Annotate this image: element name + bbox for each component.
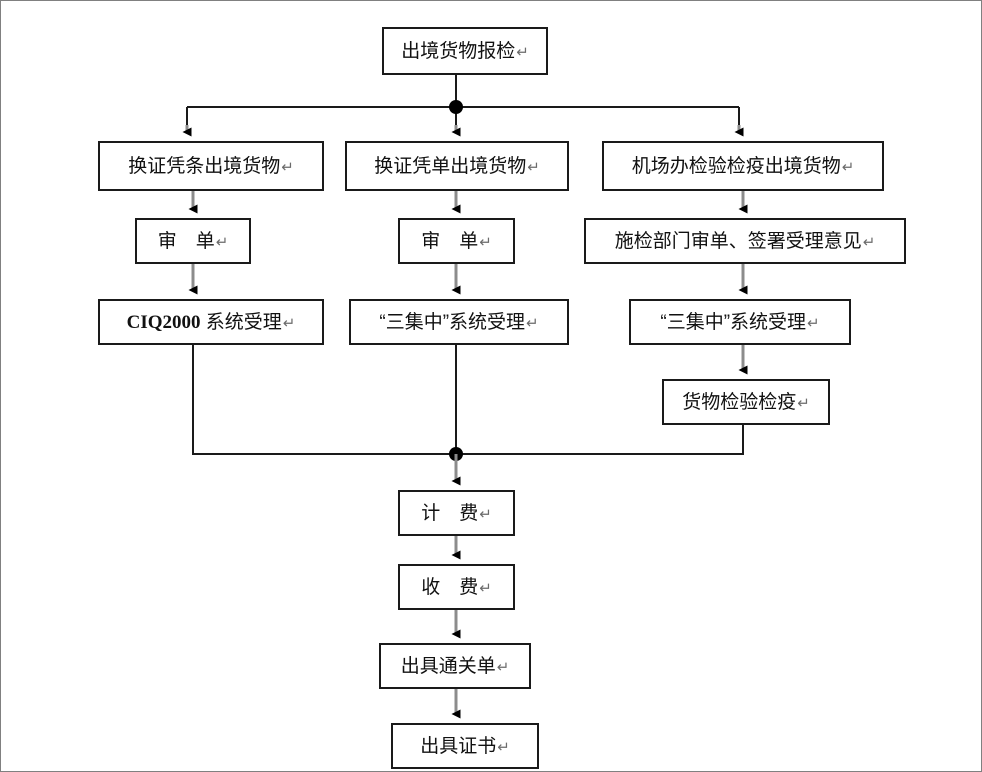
paragraph-mark-icon: ↵	[281, 158, 294, 176]
node-start[interactable]: 出境货物报检↵	[382, 27, 548, 75]
paragraph-mark-icon: ↵	[282, 314, 296, 332]
node-review-right-label: 施检部门审单、签署受理意见	[614, 230, 862, 252]
node-review-left[interactable]: 审 单↵	[135, 218, 251, 264]
paragraph-mark-icon: ↵	[841, 158, 855, 176]
paragraph-mark-icon: ↵	[527, 158, 540, 176]
split-junction-dot	[449, 100, 463, 114]
node-issue-cert-label: 出具证书	[420, 735, 497, 757]
node-review-left-label: 审 单	[157, 230, 215, 252]
node-issue-pass[interactable]: 出具通关单↵	[379, 643, 531, 689]
node-inspect-label: 货物检验检疫	[682, 391, 797, 413]
paragraph-mark-icon: ↵	[479, 233, 492, 251]
edge-inspect-to-merge	[456, 425, 744, 455]
paragraph-mark-icon: ↵	[862, 233, 876, 251]
node-branch-right[interactable]: 机场办检验检疫出境货物↵	[602, 141, 884, 191]
node-branch-mid[interactable]: 换证凭单出境货物↵	[345, 141, 569, 191]
node-sys-left[interactable]: CIQ2000 系统受理↵	[98, 299, 324, 345]
paragraph-mark-icon: ↵	[479, 579, 492, 597]
node-review-mid[interactable]: 审 单↵	[398, 218, 515, 264]
node-inspect[interactable]: 货物检验检疫↵	[662, 379, 830, 425]
paragraph-mark-icon: ↵	[215, 233, 229, 251]
node-charge-calc[interactable]: 计 费↵	[398, 490, 515, 536]
node-charge-calc-label: 计 费	[421, 502, 479, 524]
node-review-right[interactable]: 施检部门审单、签署受理意见↵	[584, 218, 906, 264]
node-sys-mid-label: “三集中”系统受理	[379, 311, 526, 333]
node-sys-left-label: 系统受理	[200, 311, 282, 333]
node-review-mid-label: 审 单	[421, 230, 479, 252]
node-sys-right[interactable]: “三集中”系统受理↵	[629, 299, 851, 345]
node-charge-pay[interactable]: 收 费↵	[398, 564, 515, 610]
paragraph-mark-icon: ↵	[807, 314, 820, 332]
edge-sys-left-to-merge	[192, 345, 456, 455]
node-start-label: 出境货物报检	[401, 40, 516, 62]
node-charge-pay-label: 收 费	[421, 576, 479, 598]
paragraph-mark-icon: ↵	[516, 43, 529, 61]
paragraph-mark-icon: ↵	[526, 314, 539, 332]
paragraph-mark-icon: ↵	[797, 394, 810, 412]
paragraph-mark-icon: ↵	[479, 505, 492, 523]
node-issue-cert[interactable]: 出具证书↵	[391, 723, 539, 769]
paragraph-mark-icon: ↵	[497, 738, 510, 756]
node-sys-mid[interactable]: “三集中”系统受理↵	[349, 299, 569, 345]
node-sys-left-system-label: CIQ2000	[126, 311, 201, 333]
node-branch-mid-label: 换证凭单出境货物	[374, 155, 527, 177]
node-branch-left[interactable]: 换证凭条出境货物↵	[98, 141, 324, 191]
paragraph-mark-icon: ↵	[496, 658, 510, 676]
node-branch-right-label: 机场办检验检疫出境货物	[631, 155, 841, 177]
node-issue-pass-label: 出具通关单	[400, 655, 496, 677]
node-sys-right-label: “三集中”系统受理	[660, 311, 807, 333]
node-branch-left-label: 换证凭条出境货物	[128, 155, 281, 177]
split-bar	[186, 106, 740, 129]
